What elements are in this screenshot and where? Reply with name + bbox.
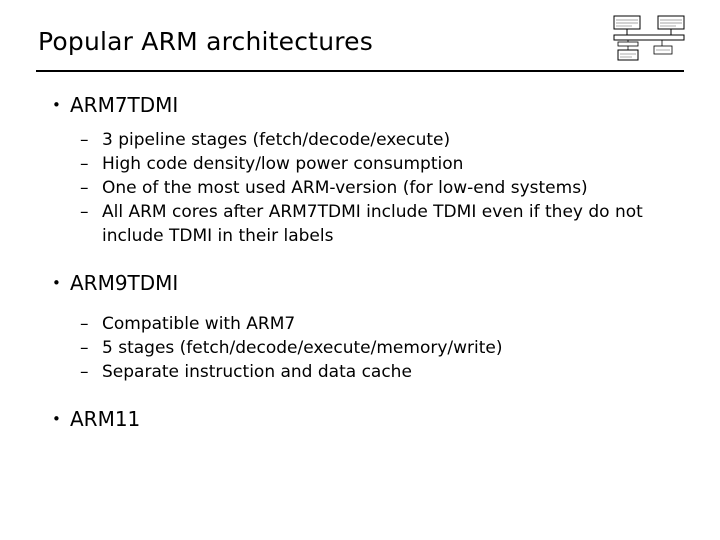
spacer (36, 384, 696, 400)
dash-glyph: – (80, 338, 89, 358)
bullet-level2-item: – All ARM cores after ARM7TDMI include T… (36, 200, 696, 248)
bullet-level2-label: Separate instruction and data cache (102, 362, 412, 382)
spacer (36, 248, 696, 264)
block-diagram-logo-icon (613, 15, 685, 61)
dash-glyph: – (80, 130, 89, 150)
bullet-level2-item: – One of the most used ARM-version (for … (36, 176, 696, 200)
bullet-level2-label: Compatible with ARM7 (102, 314, 296, 334)
bullet-level1-label: ARM11 (70, 407, 141, 431)
bullet-level1-arm7tdmi: • ARM7TDMI (36, 92, 696, 118)
dash-glyph: – (80, 178, 89, 198)
bullet-level2-label: 3 pipeline stages (fetch/decode/execute) (102, 130, 451, 150)
bullet-level1-label: ARM9TDMI (70, 271, 179, 295)
title-divider (36, 70, 684, 72)
bullet-level2-item: – 3 pipeline stages (fetch/decode/execut… (36, 128, 696, 152)
bullet-level1-arm11: • ARM11 (36, 406, 696, 432)
bullet-level2-item: – 5 stages (fetch/decode/execute/memory/… (36, 336, 696, 360)
bullet-level1-arm9tdmi: • ARM9TDMI (36, 270, 696, 296)
bullet-level2-label: One of the most used ARM-version (for lo… (102, 178, 588, 198)
bullet-level1-label: ARM7TDMI (70, 93, 179, 117)
slide-body: • ARM7TDMI – 3 pipeline stages (fetch/de… (36, 86, 696, 434)
bullet-glyph: • (52, 274, 61, 292)
dash-glyph: – (80, 314, 89, 334)
bullet-level2-label: 5 stages (fetch/decode/execute/memory/wr… (102, 338, 503, 358)
bullet-level2-label: High code density/low power consumption (102, 154, 464, 174)
bullet-level2-label: All ARM cores after ARM7TDMI include TDM… (102, 202, 643, 246)
bullet-glyph: • (52, 96, 61, 114)
bullet-glyph: • (52, 410, 61, 428)
dash-glyph: – (80, 202, 89, 222)
bullet-level2-item: – High code density/low power consumptio… (36, 152, 696, 176)
dash-glyph: – (80, 154, 89, 174)
bullet-level2-item: – Separate instruction and data cache (36, 360, 696, 384)
page-title: Popular ARM architectures (38, 27, 373, 56)
spacer (36, 298, 696, 312)
bullet-level2-item: – Compatible with ARM7 (36, 312, 696, 336)
spacer (36, 120, 696, 128)
dash-glyph: – (80, 362, 89, 382)
